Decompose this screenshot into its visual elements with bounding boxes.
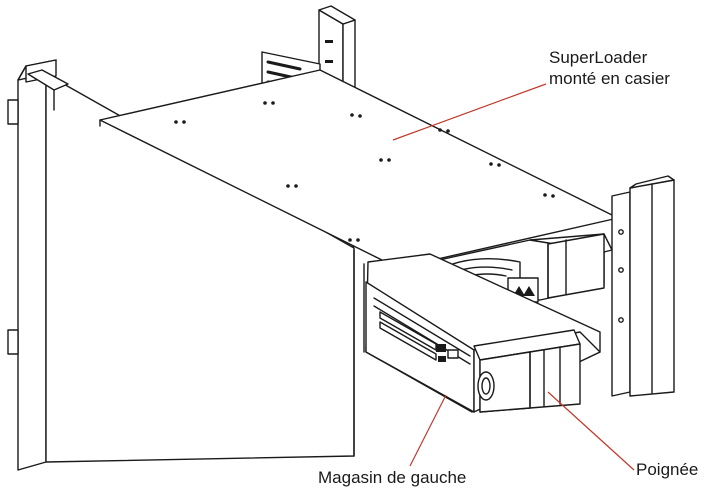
leader-left-magazine <box>409 394 447 467</box>
right-mounting-bracket <box>611 191 631 397</box>
leader-handle <box>547 391 635 471</box>
callout-leaders <box>392 83 635 471</box>
callout-handle: Poignée <box>636 460 699 479</box>
magazine-handle <box>473 329 581 413</box>
callout-superloader-rack-mounted: SuperLoader monté en casier <box>549 47 670 89</box>
front-right-rack-post <box>629 175 675 397</box>
cover-screws <box>174 101 555 242</box>
rack-front-base-edge <box>353 249 365 457</box>
callout-superloader-line1: SuperLoader <box>549 48 648 67</box>
callout-superloader-line2: monté en casier <box>549 69 670 88</box>
left-rack-side-panel <box>7 59 355 471</box>
left-top-bracket <box>27 69 69 111</box>
leader-superloader <box>392 83 547 141</box>
callout-left-magazine: Magasin de gauche <box>318 468 467 487</box>
